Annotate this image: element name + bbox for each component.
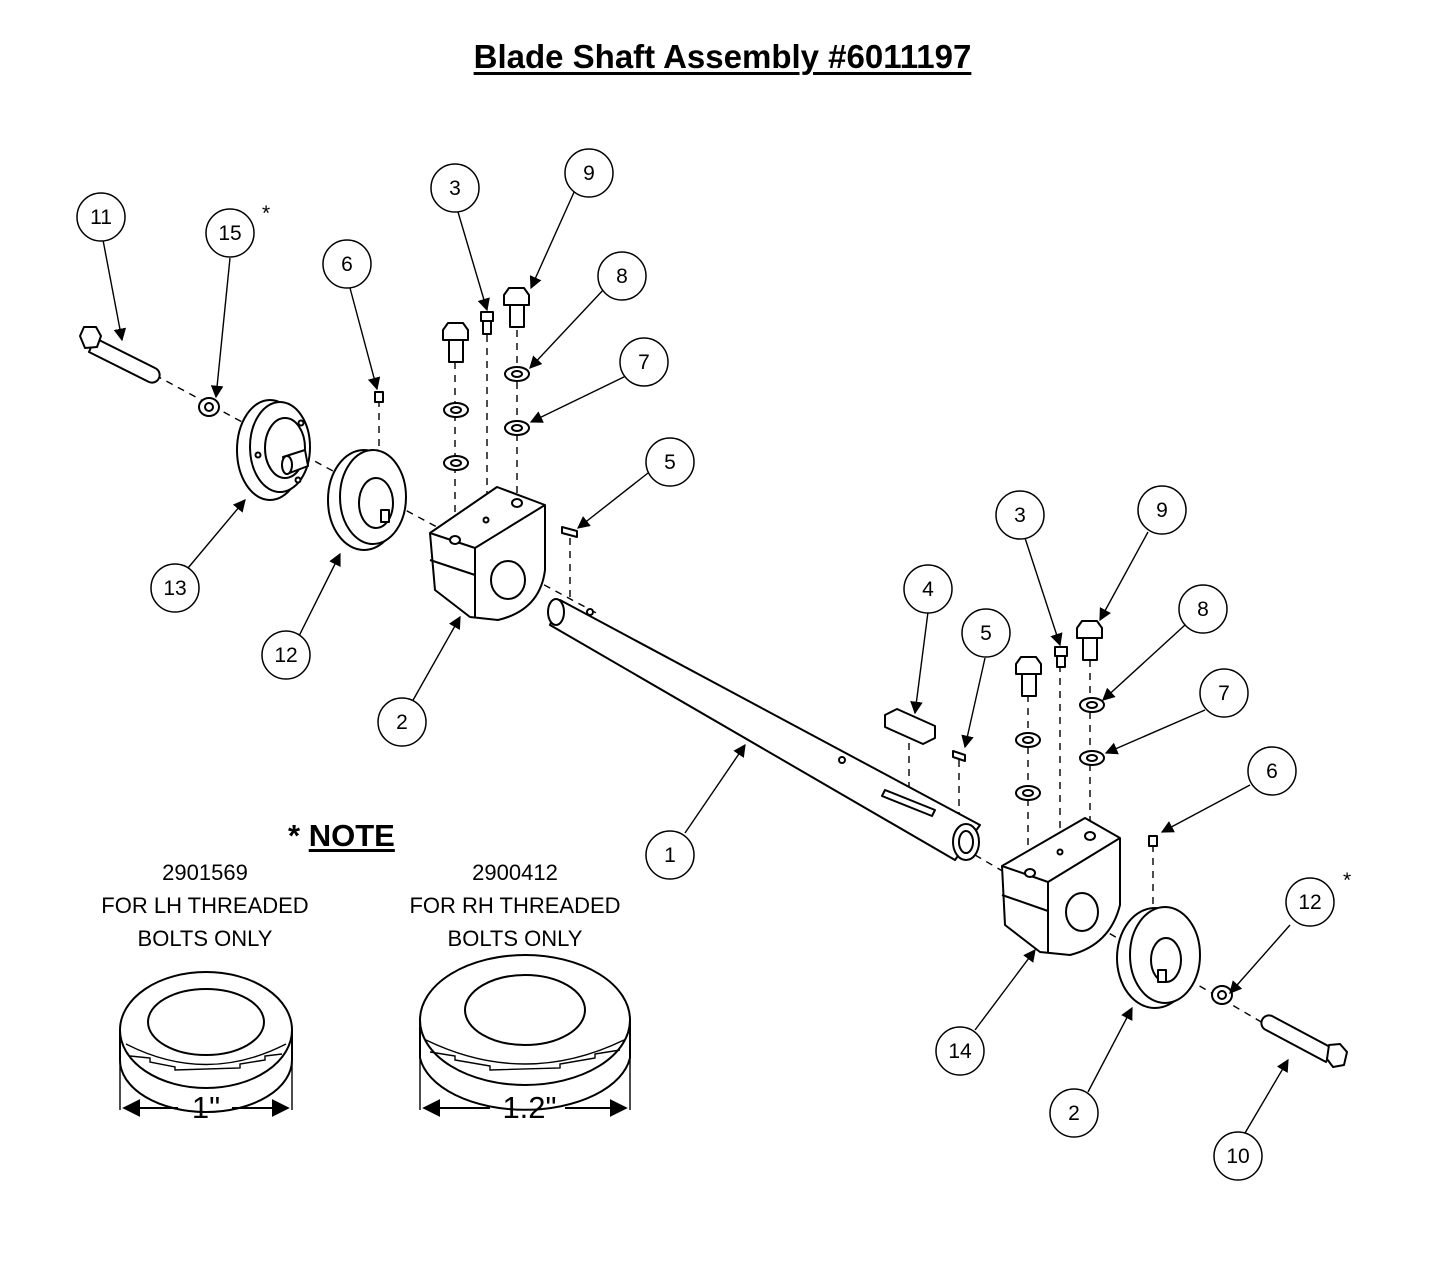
callout-12: 12 [261, 630, 311, 680]
parts-drawing [79, 287, 1348, 1068]
callout-number: 3 [1014, 504, 1026, 527]
washer-rh-line1: FOR RH THREADED [409, 893, 621, 918]
bolt-9-right-a [1015, 656, 1042, 697]
callout-2: 2 [377, 697, 427, 747]
asterisk-14: * [1343, 869, 1351, 892]
note-asterisk: * [288, 818, 301, 853]
bearing-block-2-right [1001, 817, 1121, 956]
callout-number: 8 [1197, 598, 1209, 621]
callout-number: 9 [583, 162, 595, 185]
note-washer-lh [119, 971, 293, 1113]
washer-lh-dimension: 1" [191, 1090, 221, 1125]
bolt-9-left-b [503, 287, 530, 328]
callout-number: 2 [396, 711, 408, 734]
callout-6: 6 [322, 239, 372, 289]
grease-fitting-3-left [480, 311, 494, 335]
washer-rh-dimension: 1.2" [502, 1090, 557, 1125]
callout-number: 5 [980, 622, 992, 645]
callout-number: 7 [1218, 682, 1230, 705]
callout-number: 12 [1298, 891, 1321, 914]
leader-lines [102, 189, 1291, 1134]
set-screw-6-left [374, 391, 384, 403]
callout-number: 11 [90, 206, 112, 229]
callout-15: 15 [205, 208, 255, 258]
callout-9: 9 [564, 148, 614, 198]
callout-number: 3 [449, 177, 461, 200]
note-rh-text: 2900412 FOR RH THREADED BOLTS ONLY [370, 856, 660, 955]
washer-lh-line1: FOR LH THREADED [101, 893, 309, 918]
set-screw-6-right [1148, 835, 1158, 847]
note-title: NOTE [308, 818, 395, 853]
shaft-1 [547, 598, 981, 861]
callout-number: 14 [948, 1040, 972, 1063]
note-lh-text: 2901569 FOR LH THREADED BOLTS ONLY [60, 856, 350, 955]
callout-number: 6 [341, 253, 353, 276]
washer-rh-line2: BOLTS ONLY [447, 926, 583, 951]
callout-13: 13 [150, 563, 200, 613]
callout-7: 7 [619, 337, 669, 387]
washer-lh-line2: BOLTS ONLY [137, 926, 273, 951]
callout-number: 9 [1156, 499, 1168, 522]
bolt-9-right-b [1076, 620, 1103, 661]
callout-3: 3 [995, 490, 1045, 540]
callout-3: 3 [430, 163, 480, 213]
callout-5: 5 [645, 437, 695, 487]
callout-8: 8 [597, 251, 647, 301]
callout-12: 12 [1285, 877, 1335, 927]
note-heading: * NOTE [288, 818, 395, 854]
callout-8: 8 [1178, 584, 1228, 634]
washer-lh-part-number: 2901569 [162, 860, 248, 885]
key-5-left [561, 526, 578, 538]
callout-2: 2 [1049, 1088, 1099, 1138]
callout-number: 7 [638, 351, 650, 374]
callout-7: 7 [1199, 668, 1249, 718]
bolt-10 [1260, 1014, 1348, 1068]
bolt-9-left-a [442, 322, 469, 363]
callout-number: 4 [922, 578, 934, 601]
callout-number: 8 [616, 265, 628, 288]
key-4 [884, 708, 936, 745]
page-title: Blade Shaft Assembly #6011197 [473, 38, 972, 75]
grease-fitting-3-right [1054, 646, 1068, 668]
callout-number: 1 [664, 844, 676, 867]
callout-number: 5 [664, 451, 676, 474]
washer-rh-part-number: 2900412 [472, 860, 558, 885]
asterisk-15: * [262, 202, 270, 225]
callout-9: 9 [1137, 485, 1187, 535]
hub-13 [236, 399, 311, 501]
bearing-block-2-left [429, 486, 546, 621]
callout-11: 11 [76, 192, 126, 242]
callout-number: 10 [1226, 1145, 1249, 1168]
pulley-12-right [1116, 906, 1201, 1009]
callout-14: 14 [935, 1026, 985, 1076]
callout-number: 6 [1266, 760, 1278, 783]
note-washer-rh [419, 954, 631, 1111]
pulley-12-left [327, 449, 407, 551]
callout-4: 4 [903, 564, 953, 614]
callout-6: 6 [1247, 746, 1297, 796]
callout-number: 15 [218, 222, 241, 245]
callout-10: 10 [1213, 1131, 1263, 1181]
callout-5: 5 [961, 608, 1011, 658]
key-5-right [952, 750, 966, 762]
callout-number: 12 [274, 644, 297, 667]
callout-number: 2 [1068, 1102, 1080, 1125]
callout-number: 13 [163, 577, 186, 600]
bolt-11 [79, 326, 161, 384]
callout-1: 1 [645, 830, 695, 880]
